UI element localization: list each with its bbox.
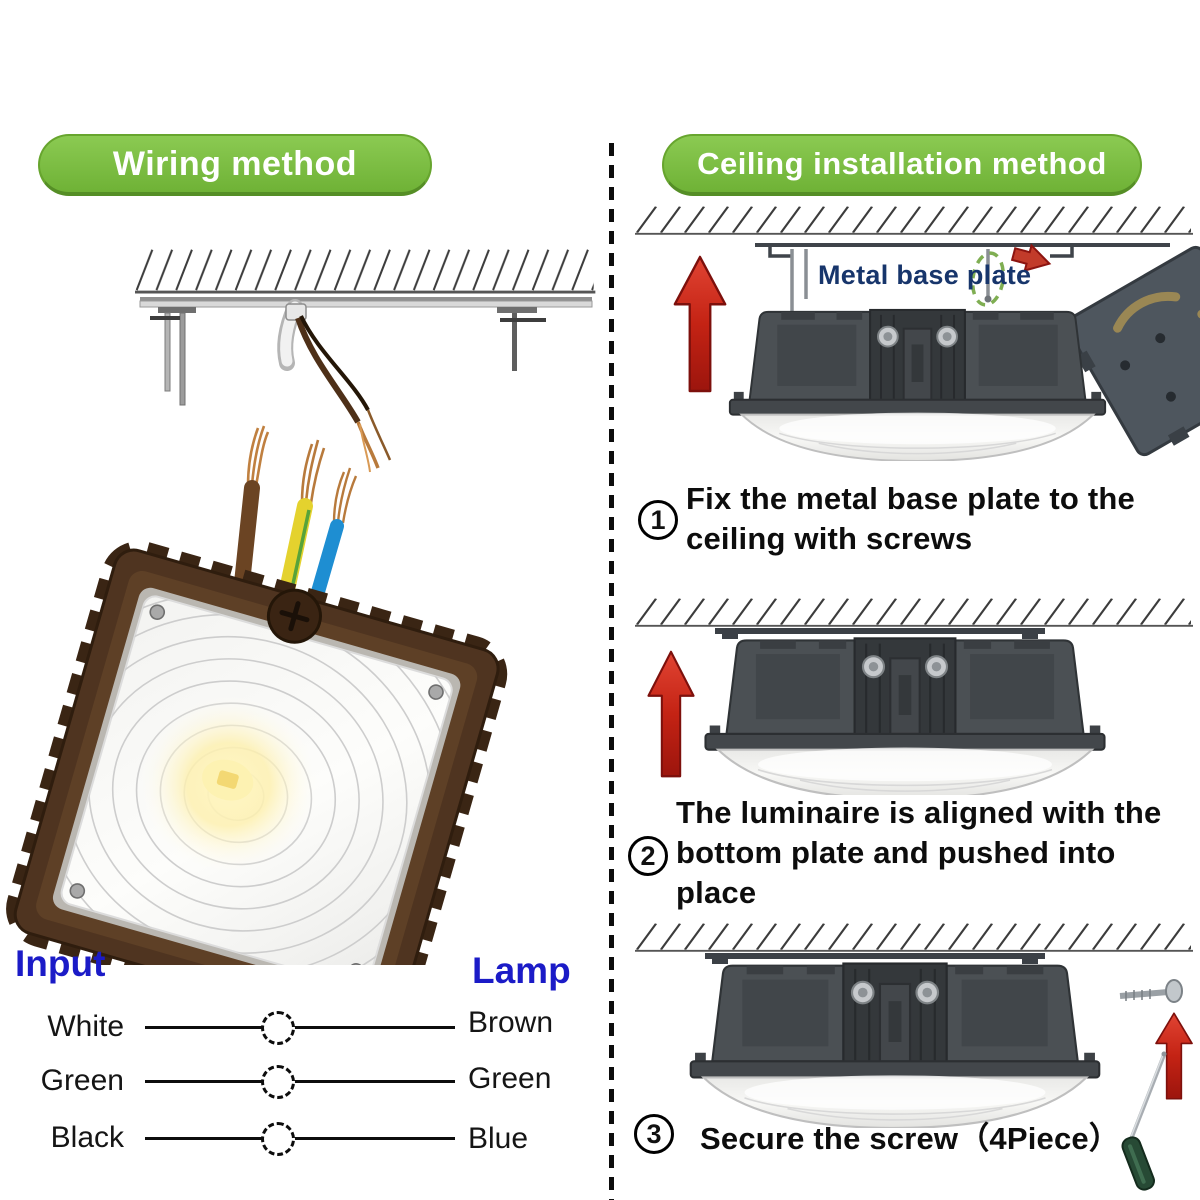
step1-illustration bbox=[635, 203, 1200, 461]
lamp-wire-label: Green bbox=[468, 1062, 552, 1095]
wire-line bbox=[145, 1026, 455, 1029]
lamp-wire-label: Blue bbox=[468, 1122, 529, 1155]
step3-instruction-text: Secure the screw（4Piece） bbox=[700, 1121, 1121, 1156]
input-wire-label: Black bbox=[50, 1121, 124, 1154]
wire-connector-circle bbox=[261, 1011, 295, 1045]
step2-instruction-text: The luminaire is aligned with the bottom… bbox=[676, 795, 1162, 910]
wire-connector-circle bbox=[261, 1122, 295, 1156]
canopy-light-photo bbox=[6, 541, 508, 965]
ceiling-installation-header: Ceiling installation method bbox=[662, 134, 1142, 196]
lens-corner-screws bbox=[69, 604, 444, 965]
wiring-method-header-label: Wiring method bbox=[112, 144, 358, 183]
wire-line bbox=[145, 1080, 455, 1083]
input-wire-label: Green bbox=[40, 1064, 124, 1097]
mounting-plate-drawing bbox=[139, 297, 593, 406]
small-red-arrow-icon bbox=[1010, 243, 1052, 272]
ceiling-installation-header-label: Ceiling installation method bbox=[697, 146, 1107, 181]
screwdriver-icon bbox=[1121, 1051, 1167, 1191]
wiring-method-header: Wiring method bbox=[38, 134, 432, 196]
red-up-arrow-icon bbox=[1155, 1012, 1193, 1100]
step1-instruction-text: Fix the metal base plate to the ceiling … bbox=[686, 481, 1135, 556]
input-column-header: Input bbox=[15, 943, 106, 984]
red-up-arrow-icon bbox=[647, 650, 695, 778]
lamp-wire-label: Brown bbox=[468, 1006, 554, 1039]
screw-icon bbox=[1119, 979, 1183, 1003]
step3-illustration bbox=[635, 920, 1195, 1191]
canopy-light-side-view bbox=[704, 637, 1106, 795]
mounted-plate-bar bbox=[715, 628, 1045, 639]
wire-connector-circle bbox=[261, 1065, 295, 1099]
step2-number-badge: 2 bbox=[628, 836, 668, 876]
canopy-light-side-view bbox=[689, 962, 1101, 1128]
screw-highlight-ellipse bbox=[970, 251, 1006, 307]
mounted-plate-bar bbox=[705, 953, 1045, 964]
supply-cable bbox=[277, 299, 392, 473]
ceiling-hatch bbox=[635, 920, 1195, 952]
input-wire-label: White bbox=[47, 1010, 124, 1043]
step3-number-badge: 3 bbox=[634, 1114, 674, 1154]
wire-line bbox=[145, 1137, 455, 1140]
lamp-column-header: Lamp bbox=[472, 950, 571, 991]
step2-illustration bbox=[635, 595, 1195, 795]
ceiling-hatch bbox=[135, 244, 597, 294]
dashed-divider bbox=[609, 143, 614, 1200]
wiring-diagram-illustration bbox=[6, 244, 597, 965]
canopy-light-side-view bbox=[728, 308, 1107, 461]
step1-number-badge: 1 bbox=[638, 500, 678, 540]
metal-base-plate-label: Metal base plate bbox=[818, 260, 1032, 290]
red-up-arrow-icon bbox=[673, 255, 727, 393]
metal-base-plate-photo bbox=[1064, 245, 1200, 457]
ceiling-hatch bbox=[635, 595, 1195, 627]
housing-screw bbox=[266, 588, 322, 644]
ceiling-hatch bbox=[635, 203, 1195, 235]
